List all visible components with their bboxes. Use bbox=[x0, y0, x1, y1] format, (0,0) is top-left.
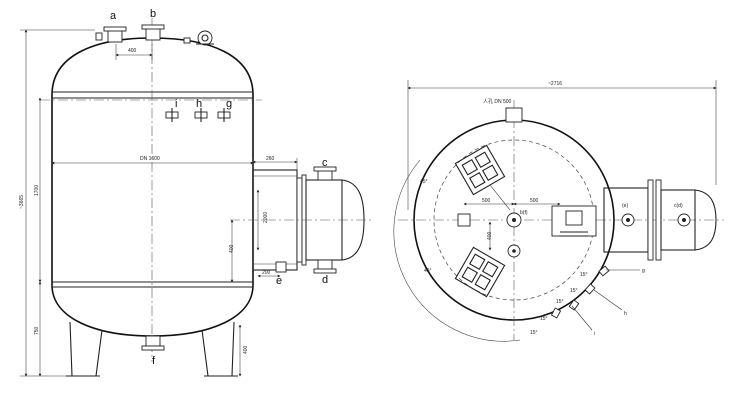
nozzle-label-3: d bbox=[322, 274, 328, 286]
nozzle-label-8: i bbox=[175, 98, 177, 110]
right-nozzle bbox=[551, 205, 597, 237]
vessel-shell bbox=[51, 37, 254, 337]
diameter-text: DN 1600 bbox=[140, 156, 160, 162]
nozzle-spacing-text: 400 bbox=[128, 48, 137, 54]
hx-height-text: 400 bbox=[229, 244, 235, 253]
hx-bottom-text: 200 bbox=[262, 270, 271, 276]
heat-exchanger-side bbox=[230, 166, 372, 274]
support-pad-bottom bbox=[454, 246, 506, 298]
angle-label-4: 15° bbox=[556, 299, 564, 305]
nozzle-b bbox=[141, 24, 165, 41]
nozzle-labels: a b c d e f g h i bbox=[110, 8, 328, 367]
left-dim-text: 500 bbox=[482, 198, 491, 204]
hx-e-text: (e) bbox=[622, 203, 628, 209]
angle-label-5: 15° bbox=[540, 316, 548, 322]
left-leg bbox=[69, 321, 103, 377]
nozzle-f bbox=[141, 335, 165, 351]
hx-cd-text: c(d) bbox=[674, 203, 683, 209]
leader-label-1: h bbox=[624, 311, 627, 317]
leader-labels: g h i bbox=[594, 268, 645, 337]
small-boss bbox=[183, 37, 191, 44]
nozzle-label-2: c bbox=[322, 157, 328, 169]
socket-i bbox=[165, 108, 179, 122]
angle-labels: 45° 45° 15° 15° 15° 15° 15° bbox=[420, 179, 588, 336]
base-height-text: 400 bbox=[243, 345, 249, 354]
side-elevation-view: 400 DN 1600 bbox=[19, 18, 372, 377]
angle-label-6: 15° bbox=[530, 330, 538, 336]
shell-length-text: 1700 bbox=[34, 185, 40, 196]
nozzle-label-1: b bbox=[150, 8, 156, 20]
angle-label-0: 45° bbox=[420, 179, 428, 185]
hx-side-text: 2000 bbox=[263, 212, 269, 223]
rim-sockets bbox=[550, 265, 610, 319]
manhole-nozzle bbox=[505, 107, 523, 123]
down-dim-text: 400 bbox=[487, 231, 493, 240]
manhole-text: 人孔 DN 500 bbox=[483, 98, 512, 105]
leg-height-text: 750 bbox=[34, 326, 40, 335]
right-dim-text: 500 bbox=[530, 198, 539, 204]
lifting-lug bbox=[196, 30, 214, 46]
center-nozzle-text: b(f) bbox=[520, 210, 528, 216]
overall-width-text: ~2716 bbox=[548, 81, 562, 87]
angle-label-1: 45° bbox=[424, 268, 432, 274]
left-nozzle bbox=[457, 213, 471, 227]
nozzle-label-4: e bbox=[276, 275, 282, 287]
heat-exchanger-plan bbox=[603, 179, 717, 261]
nozzle-label-0: a bbox=[110, 10, 117, 22]
socket-h bbox=[194, 108, 208, 122]
nozzle-label-6: g bbox=[226, 98, 232, 110]
plan-view: ~2716 人孔 DN 500 b(f) bbox=[393, 80, 724, 342]
leader-label-0: g bbox=[642, 268, 645, 274]
nozzle-label-7: h bbox=[196, 98, 202, 110]
angle-label-2: 15° bbox=[580, 272, 588, 278]
overall-height-text: ~3665 bbox=[19, 195, 25, 209]
socket-g bbox=[217, 108, 231, 122]
hx-length-text: 260 bbox=[266, 156, 275, 162]
nozzle-label-5: f bbox=[152, 355, 156, 367]
leader-label-2: i bbox=[594, 331, 595, 337]
angle-label-3: 15° bbox=[570, 288, 578, 294]
support-pad-top bbox=[454, 144, 506, 196]
angle-arc bbox=[393, 159, 521, 342]
nozzle-a bbox=[95, 26, 127, 43]
